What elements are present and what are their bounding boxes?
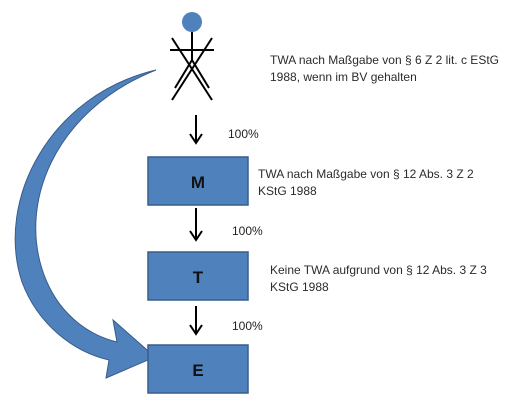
percent-label-t-to-e: 100% [232,319,263,333]
node-e: E [147,344,249,394]
node-e-label: E [192,361,203,380]
arrow-m-to-t [189,208,203,242]
note-m: TWA nach Maßgabe von § 12 Abs. 3 Z 2 KSt… [258,167,474,198]
arrow-person-to-m [189,115,203,145]
crossed-stick-figure-icon [170,12,214,101]
percent-label-m-to-t: 100% [232,224,263,238]
node-t: T [147,251,249,301]
arrow-t-to-e [189,306,203,336]
note-person: TWA nach Maßgabe von § 6 Z 2 lit. c EStG… [270,53,499,84]
node-m: M [147,156,249,206]
note-t: Keine TWA aufgrund von § 12 Abs. 3 Z 3 K… [270,263,487,294]
node-m-label: M [191,173,205,192]
curved-bypass-arrow [14,69,157,379]
percent-label-person-to-m: 100% [228,127,259,141]
node-t-label: T [193,268,204,287]
